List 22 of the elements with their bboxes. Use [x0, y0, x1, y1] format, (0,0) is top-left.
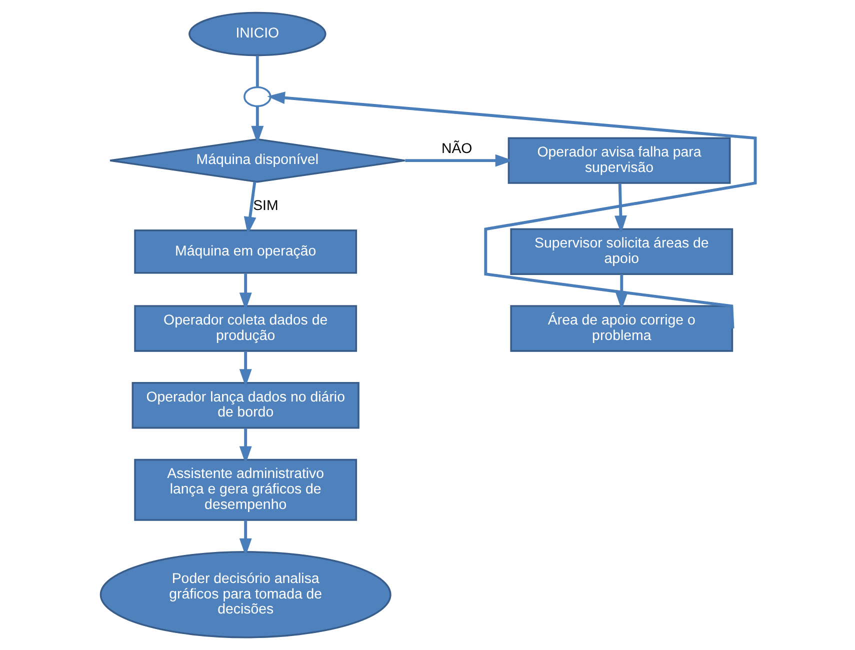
- node-box: Operador avisa falha para supervisão: [507, 137, 730, 184]
- arrow: [266, 92, 756, 329]
- node-ellipse: INICIO: [188, 12, 326, 56]
- edge-label: SIM: [252, 198, 278, 214]
- arrow: [238, 351, 252, 387]
- connector: [255, 56, 258, 88]
- edge-label: NÃO: [440, 140, 472, 157]
- arrow: [243, 182, 256, 234]
- node-diamond: Máquina disponível: [108, 138, 406, 183]
- node-box: Máquina em operação: [134, 229, 357, 274]
- arrow: [238, 428, 252, 464]
- arrow: [404, 154, 513, 167]
- node-box: Supervisor solicita áreas de apoio: [510, 228, 733, 275]
- node-box: Operador lança dados no diário de bordo: [131, 382, 359, 429]
- node-box: Assistente administrativo lança e gera gráficos de desempenho: [134, 458, 357, 521]
- node-circle: [243, 86, 271, 108]
- node-ellipse: Poder decisório analisa gráficos para tomada de decisões: [99, 551, 391, 638]
- arrow: [238, 273, 252, 310]
- arrow: [614, 274, 628, 310]
- arrow: [250, 106, 264, 144]
- node-box: Operador coleta dados de produção: [134, 305, 357, 352]
- node-box: Área de apoio corrige o problema: [510, 305, 733, 352]
